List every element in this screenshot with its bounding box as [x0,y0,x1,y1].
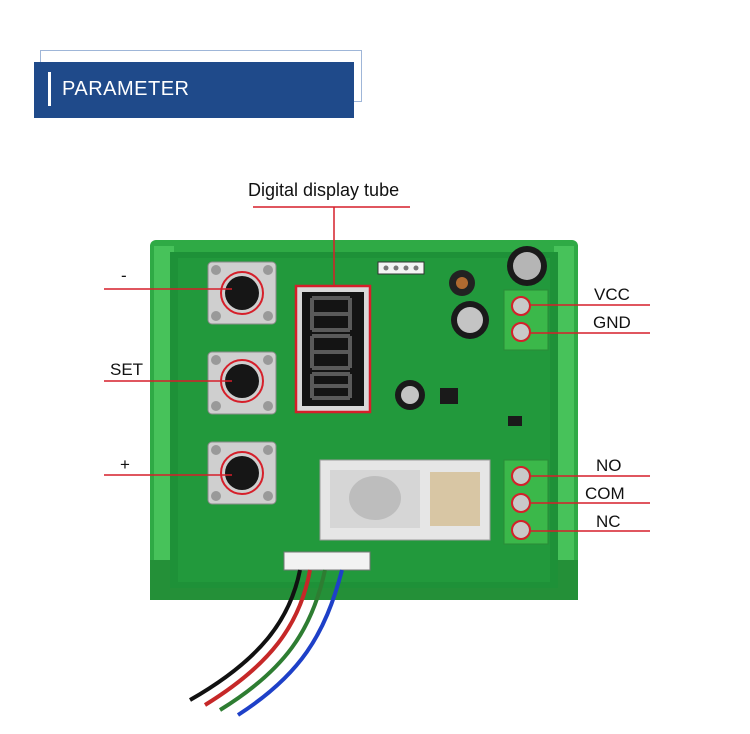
electrolytic-capacitor-small [395,380,425,410]
display-digit-3 [310,372,352,400]
display-digit-1 [310,296,352,332]
pin-header [377,261,425,275]
set-callout-label: SET [110,360,144,379]
display-callout-label: Digital display tube [248,180,400,200]
plus-callout-label: + [120,455,130,474]
power-terminal-block [503,289,549,351]
display-digit-2 [310,334,352,370]
com-callout-label: COM [585,484,625,503]
header-banner [34,62,354,118]
header-accent-bar [48,72,51,106]
nc-callout-label: NC [596,512,621,531]
no-callout-label: NO [596,456,622,475]
gnd-callout-label: GND [593,313,631,332]
relay-terminal-block [503,459,549,545]
transistor [440,388,458,404]
header-title: PARAMETER [62,78,190,100]
minus-callout-label: - [121,266,127,285]
led [508,416,522,426]
digital-display-tube [294,284,372,414]
inductor [449,270,475,296]
callout-lines [104,206,650,532]
set-button [207,351,277,415]
plus-button [207,441,277,505]
electrolytic-capacitor-mid [451,301,489,339]
relay [319,459,491,541]
uart-connector [283,551,371,571]
electrolytic-capacitor-top [507,246,547,286]
wire-bundle [189,569,344,717]
minus-button [207,261,277,325]
vcc-callout-label: VCC [594,285,630,304]
